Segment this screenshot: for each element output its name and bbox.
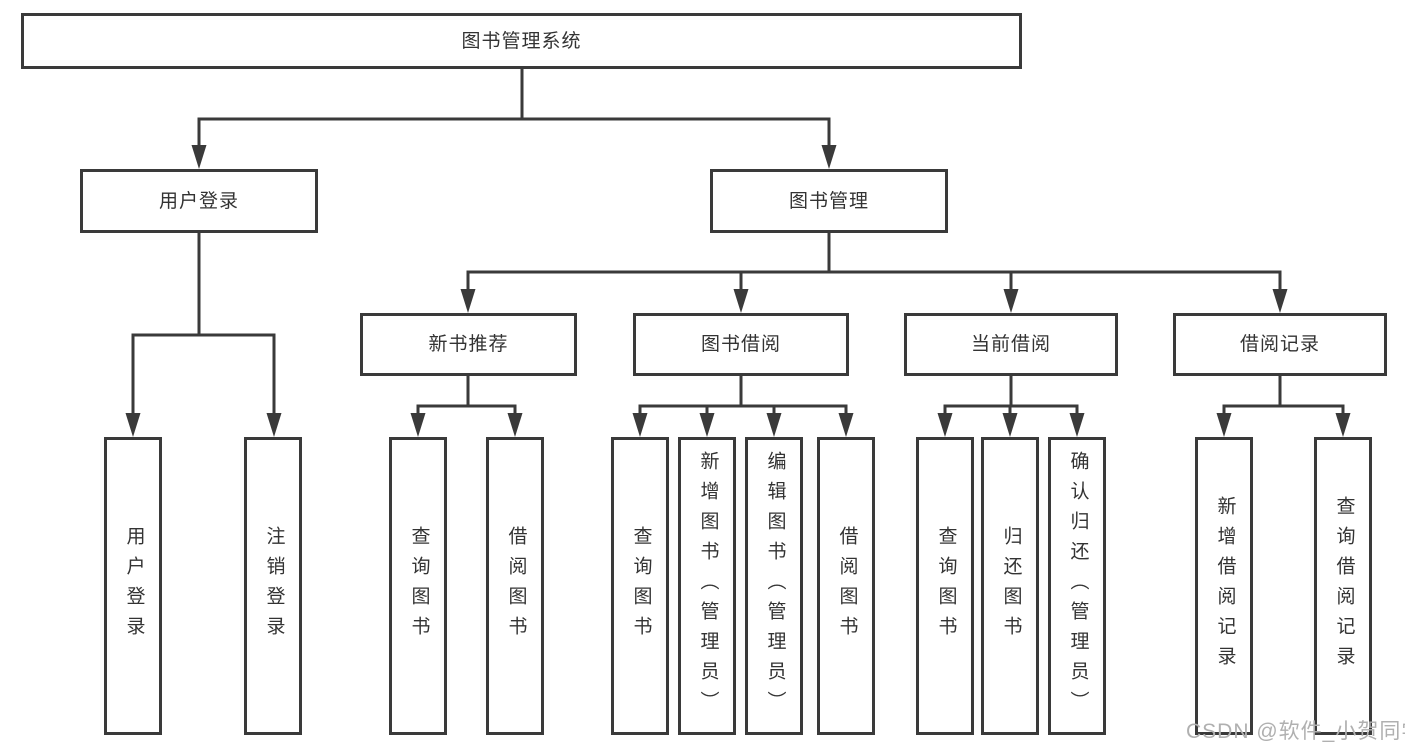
leaf-query-books-current-label: 查询图书 — [935, 526, 957, 646]
leaf-query-books-recommend: 查询图书 — [389, 437, 447, 735]
node-new-book-recommend: 新书推荐 — [360, 313, 577, 376]
node-user-login: 用户登录 — [80, 169, 318, 233]
leaf-add-borrow-record: 新增借阅记录 — [1195, 437, 1253, 735]
leaf-add-book-admin-label: 新增图书（管理员） — [697, 451, 719, 721]
leaf-return-books-label: 归还图书 — [1000, 526, 1022, 646]
node-book-management: 图书管理 — [710, 169, 948, 233]
node-borrow-records-label: 借阅记录 — [1239, 334, 1320, 355]
leaf-confirm-return-admin-label: 确认归还（管理员） — [1067, 451, 1089, 721]
leaf-edit-book-admin: 编辑图书（管理员） — [745, 437, 803, 735]
leaf-query-books-borrow: 查询图书 — [611, 437, 669, 735]
leaf-query-borrow-record: 查询借阅记录 — [1314, 437, 1372, 735]
node-user-login-label: 用户登录 — [158, 190, 239, 212]
leaf-query-borrow-record-label: 查询借阅记录 — [1333, 496, 1355, 676]
node-borrow-records: 借阅记录 — [1173, 313, 1387, 376]
leaf-query-books-borrow-label: 查询图书 — [630, 526, 652, 646]
leaf-borrow-books-recommend: 借阅图书 — [486, 437, 544, 735]
leaf-logout-label: 注销登录 — [263, 526, 285, 646]
leaf-user-login: 用户登录 — [104, 437, 162, 735]
node-current-borrow: 当前借阅 — [904, 313, 1118, 376]
node-book-management-label: 图书管理 — [788, 190, 869, 212]
node-library-system: 图书管理系统 — [21, 13, 1022, 69]
leaf-confirm-return-admin: 确认归还（管理员） — [1048, 437, 1106, 735]
leaf-add-book-admin: 新增图书（管理员） — [678, 437, 736, 735]
leaf-return-books: 归还图书 — [981, 437, 1039, 735]
leaf-add-borrow-record-label: 新增借阅记录 — [1214, 496, 1236, 676]
leaf-borrow-books-borrow: 借阅图书 — [817, 437, 875, 735]
node-book-borrow: 图书借阅 — [633, 313, 849, 376]
node-current-borrow-label: 当前借阅 — [970, 334, 1051, 355]
node-book-borrow-label: 图书借阅 — [700, 334, 781, 355]
leaf-edit-book-admin-label: 编辑图书（管理员） — [764, 451, 786, 721]
leaf-borrow-books-recommend-label: 借阅图书 — [505, 526, 527, 646]
leaf-query-books-current: 查询图书 — [916, 437, 974, 735]
node-new-book-recommend-label: 新书推荐 — [428, 334, 509, 355]
leaf-borrow-books-borrow-label: 借阅图书 — [836, 526, 858, 646]
node-library-system-label: 图书管理系统 — [461, 30, 582, 52]
csdn-watermark: CSDN @软件_小贺同学 — [1186, 720, 1405, 743]
leaf-logout: 注销登录 — [244, 437, 302, 735]
leaf-user-login-label: 用户登录 — [123, 526, 145, 646]
leaf-query-books-recommend-label: 查询图书 — [408, 526, 430, 646]
